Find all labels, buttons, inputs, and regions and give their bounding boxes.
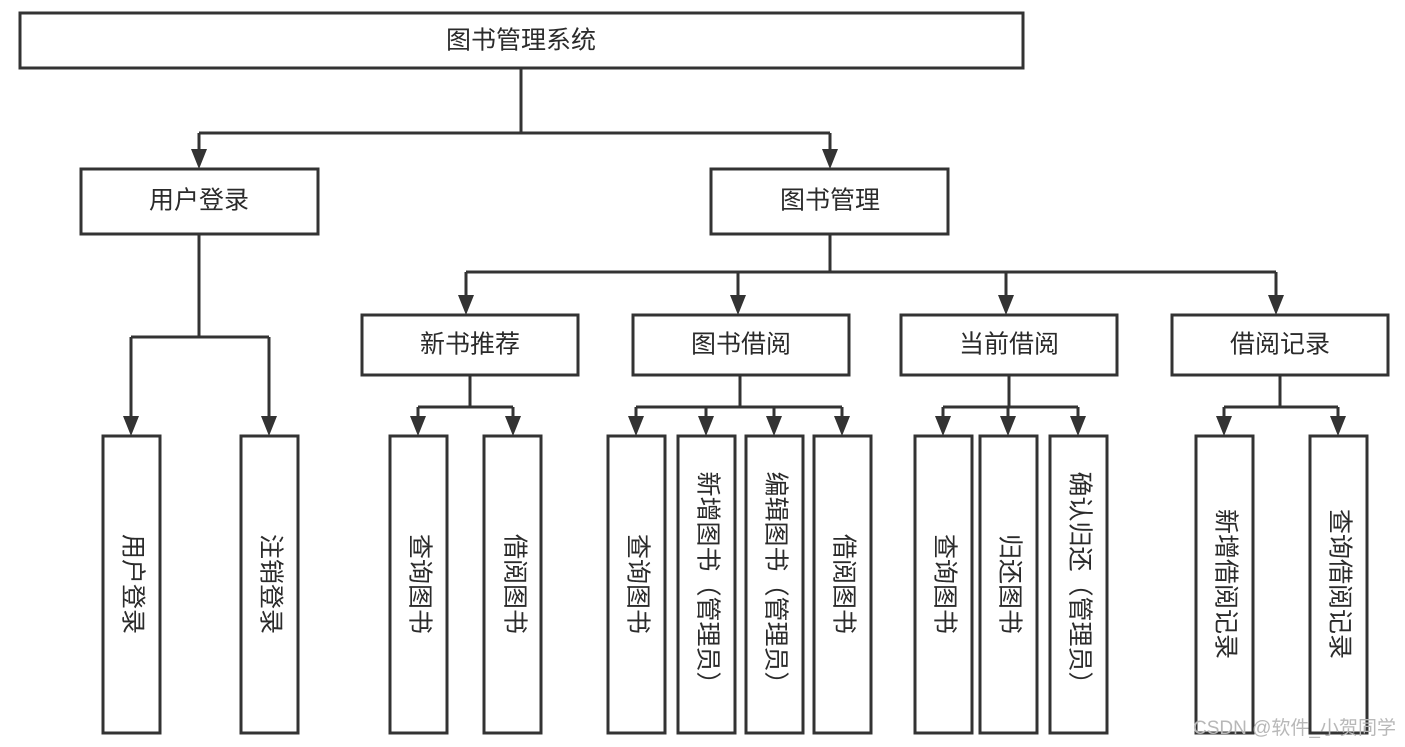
arrow-to-leaf-add-book [698, 416, 714, 436]
node-borrow-record-box[interactable] [1170, 313, 1390, 377]
node-new-book-recommend-box[interactable] [360, 313, 580, 377]
node-leaf-add-record-box[interactable] [1194, 434, 1255, 735]
node-borrow-record-label: 借阅记录 [1230, 331, 1330, 359]
node-leaf-user-login-label: 用户登录 [118, 534, 146, 634]
node-leaf-add-book-box[interactable] [676, 434, 737, 735]
node-leaf-query-book-2-label: 查询图书 [623, 534, 651, 634]
node-leaf-edit-book-label: 编辑图书（管理员） [761, 471, 789, 696]
arrow-to-user-login [191, 149, 207, 169]
node-user-login[interactable]: 用户登录 [79, 167, 320, 236]
node-leaf-return-book[interactable]: 归还图书 [978, 434, 1039, 735]
node-book-borrow-box[interactable] [631, 313, 851, 377]
node-new-book-recommend-label: 新书推荐 [420, 331, 520, 359]
node-leaf-return-book-label: 归还图书 [995, 534, 1023, 634]
node-leaf-query-book-2-box[interactable] [606, 434, 667, 735]
node-leaf-query-book-1-box[interactable] [388, 434, 449, 735]
arrow-to-leaf-query-record [1330, 416, 1346, 436]
node-leaf-add-record[interactable]: 新增借阅记录 [1194, 434, 1255, 735]
node-leaf-user-logout-label: 注销登录 [256, 534, 284, 634]
arrow-to-borrow-record [1268, 295, 1284, 315]
arrow-to-leaf-query-book-2 [628, 416, 644, 436]
arrow-to-new-book-recommend [458, 295, 474, 315]
node-book-borrow[interactable]: 图书借阅 [631, 313, 851, 377]
arrow-to-book-manage [822, 149, 838, 169]
csdn-watermark: CSDN @软件_小贺同学 [1193, 717, 1396, 739]
node-leaf-edit-book[interactable]: 编辑图书（管理员） [744, 434, 805, 735]
node-leaf-confirm-return-label: 确认归还（管理员） [1065, 471, 1093, 696]
node-leaf-borrow-book-1-box[interactable] [482, 434, 543, 735]
node-leaf-query-record-box[interactable] [1308, 434, 1369, 735]
node-leaf-add-book-label: 新增图书（管理员） [693, 471, 721, 696]
node-leaf-borrow-book-2[interactable]: 借阅图书 [812, 434, 873, 735]
arrow-to-leaf-user-login [123, 416, 139, 436]
node-book-manage-label: 图书管理 [780, 187, 880, 215]
node-leaf-query-book-3[interactable]: 查询图书 [913, 434, 974, 735]
node-leaf-user-logout[interactable]: 注销登录 [239, 434, 300, 735]
node-user-login-box[interactable] [79, 167, 320, 236]
arrow-to-book-borrow [730, 295, 746, 315]
arrow-to-leaf-confirm-return [1070, 416, 1086, 436]
node-leaf-query-book-3-label: 查询图书 [930, 534, 958, 634]
node-current-borrow-box[interactable] [899, 313, 1119, 377]
node-leaf-edit-book-box[interactable] [744, 434, 805, 735]
connector-layer [123, 68, 1346, 436]
node-leaf-add-book[interactable]: 新增图书（管理员） [676, 434, 737, 735]
node-leaf-borrow-book-1-label: 借阅图书 [500, 534, 528, 634]
node-book-manage-box[interactable] [709, 167, 950, 236]
node-root[interactable]: 图书管理系统 [18, 11, 1025, 70]
node-leaf-return-book-box[interactable] [978, 434, 1039, 735]
node-book-manage[interactable]: 图书管理 [709, 167, 950, 236]
arrow-to-leaf-borrow-book-2 [834, 416, 850, 436]
node-leaf-query-book-2[interactable]: 查询图书 [606, 434, 667, 735]
node-borrow-record[interactable]: 借阅记录 [1170, 313, 1390, 377]
node-leaf-user-login[interactable]: 用户登录 [101, 434, 162, 735]
node-leaf-user-logout-box[interactable] [239, 434, 300, 735]
node-leaf-borrow-book-2-label: 借阅图书 [829, 534, 857, 634]
node-leaf-add-record-label: 新增借阅记录 [1211, 509, 1239, 659]
node-current-borrow[interactable]: 当前借阅 [899, 313, 1119, 377]
arrow-to-leaf-user-logout [261, 416, 277, 436]
arrow-to-leaf-return-book [1000, 416, 1016, 436]
node-leaf-user-login-box[interactable] [101, 434, 162, 735]
arrow-to-current-borrow [998, 295, 1014, 315]
node-root-label: 图书管理系统 [446, 27, 596, 55]
node-new-book-recommend[interactable]: 新书推荐 [360, 313, 580, 377]
node-leaf-query-book-1-label: 查询图书 [405, 534, 433, 634]
node-current-borrow-label: 当前借阅 [959, 331, 1059, 359]
node-book-borrow-label: 图书借阅 [691, 331, 791, 359]
node-leaf-query-book-1[interactable]: 查询图书 [388, 434, 449, 735]
arrow-to-leaf-add-record [1216, 416, 1232, 436]
node-root-box[interactable] [18, 11, 1025, 70]
arrow-to-leaf-query-book-3 [935, 416, 951, 436]
node-leaf-confirm-return-box[interactable] [1048, 434, 1109, 735]
node-leaf-borrow-book-1[interactable]: 借阅图书 [482, 434, 543, 735]
arrow-to-leaf-borrow-book-1 [505, 416, 521, 436]
arrow-to-leaf-edit-book [766, 416, 782, 436]
arrow-to-leaf-query-book-1 [410, 416, 426, 436]
node-leaf-query-record[interactable]: 查询借阅记录 [1308, 434, 1369, 735]
node-leaf-query-record-label: 查询借阅记录 [1325, 509, 1353, 659]
node-leaf-borrow-book-2-box[interactable] [812, 434, 873, 735]
node-leaf-query-book-3-box[interactable] [913, 434, 974, 735]
node-user-login-label: 用户登录 [149, 187, 249, 215]
node-leaf-confirm-return[interactable]: 确认归还（管理员） [1048, 434, 1109, 735]
